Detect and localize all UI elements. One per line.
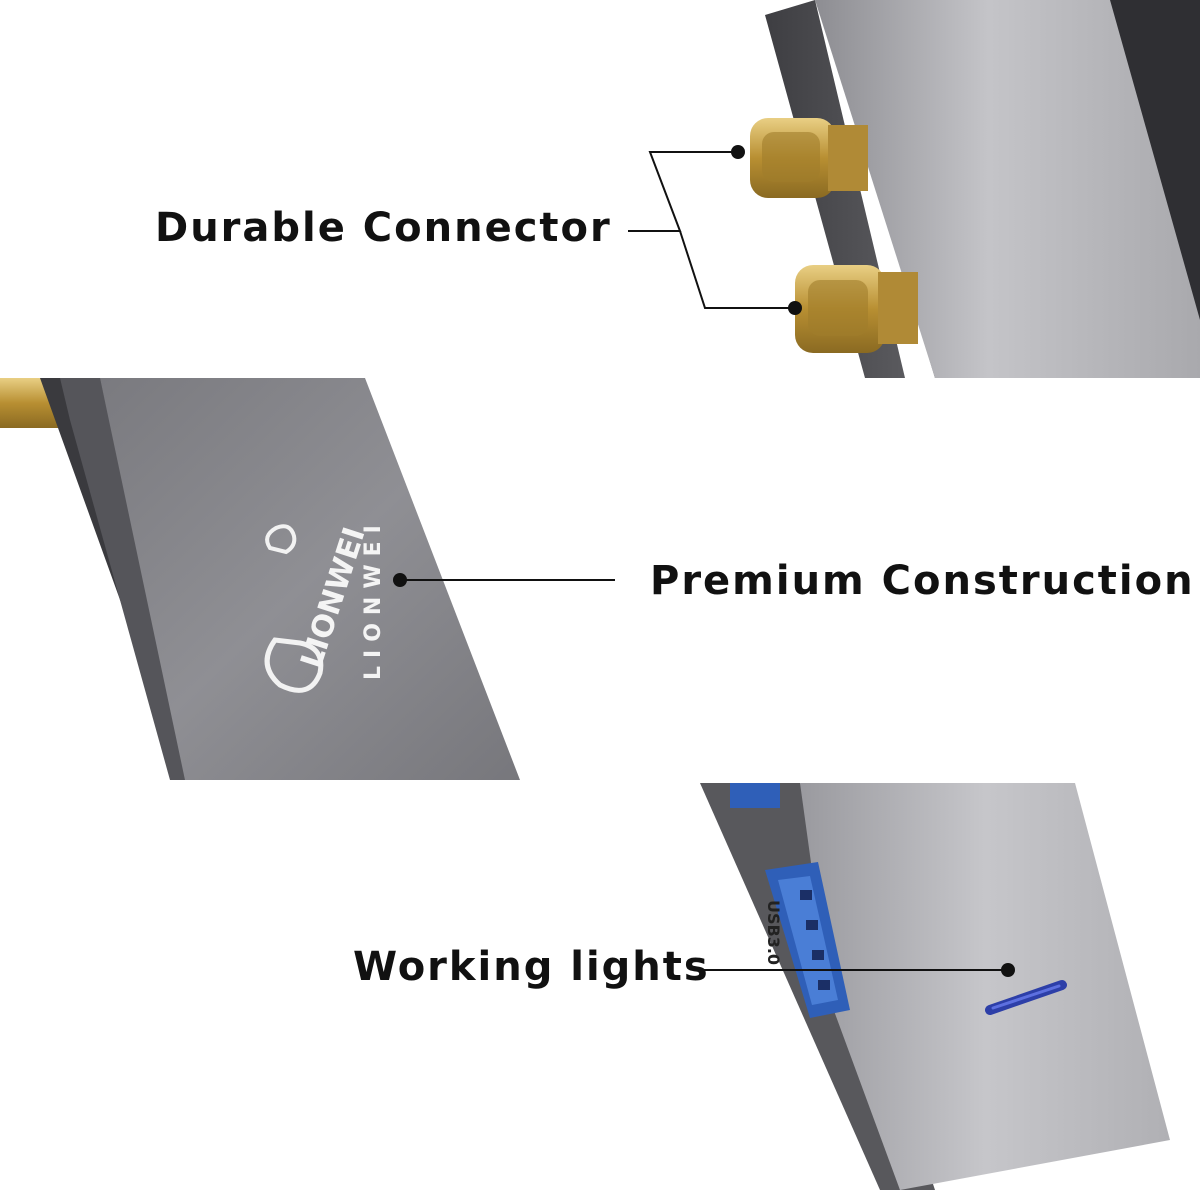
hub-body-logo-view: LIONWEI LIONWEI: [0, 378, 520, 780]
usb-c-connector-top: [750, 118, 868, 198]
working-lights-label: Working lights: [353, 944, 710, 990]
working-lights-dot: [1001, 963, 1015, 977]
callout-dots: [393, 145, 1015, 977]
durable-connector-dot-top: [731, 145, 745, 159]
hub-top-connector-view: [750, 0, 1200, 378]
logo-spaced-text: LIONWEI: [361, 517, 386, 680]
durable-connector-leader-lower: [679, 230, 795, 309]
usb-c-connector-bottom: [795, 265, 918, 353]
premium-construction-dot: [393, 573, 407, 587]
durable-connector-leader: [628, 151, 738, 232]
callout-lines: [400, 151, 1008, 971]
hub-bottom-light-view: USB3.0: [700, 783, 1170, 1190]
usb3-port: [765, 862, 850, 1018]
usb3-port-label: USB3.0: [764, 900, 783, 965]
working-light-led: [985, 980, 1067, 1015]
premium-construction-label: Premium Construction: [650, 558, 1195, 604]
durable-connector-label: Durable Connector: [155, 205, 612, 251]
durable-connector-dot-bottom: [788, 301, 802, 315]
